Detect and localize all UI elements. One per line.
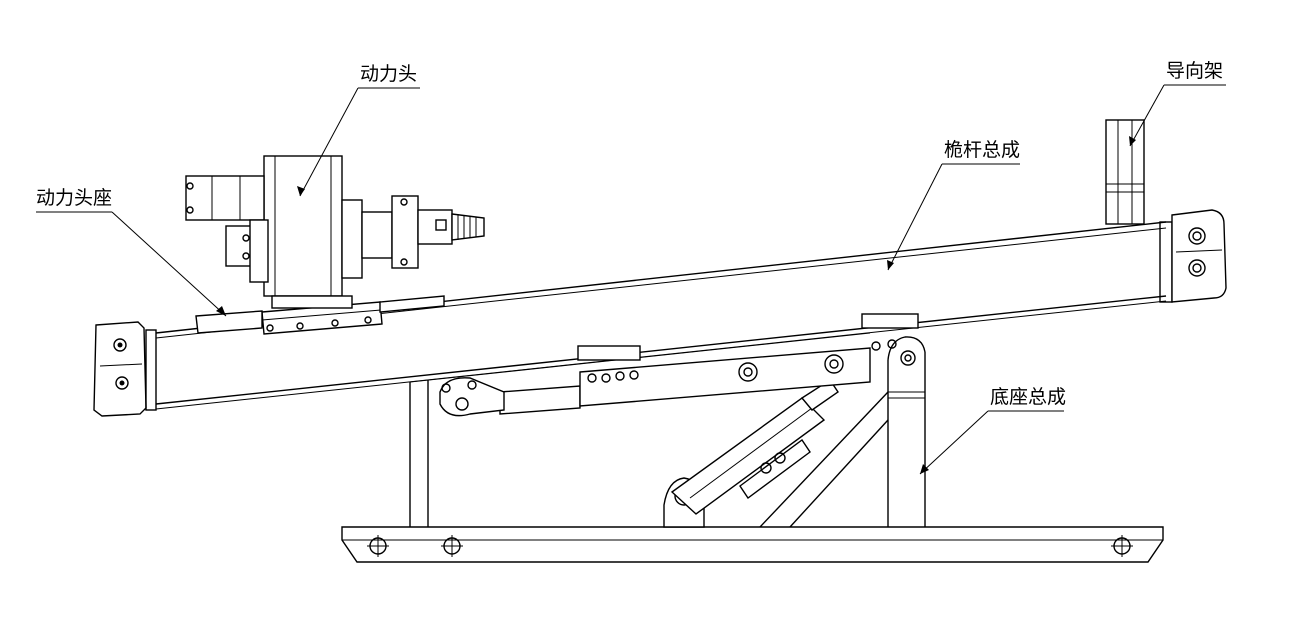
guide-frame: [1105, 119, 1145, 225]
arrowhead: [887, 260, 894, 270]
mast-assembly: [93, 119, 1227, 417]
chuck-teeth: [457, 214, 477, 240]
power-head: [185, 155, 485, 309]
base-bolt-hole: [367, 535, 389, 557]
label-power-head: 动力头: [360, 63, 417, 85]
label-base-assembly: 底座总成: [990, 386, 1066, 408]
base-bolt-hole: [1111, 535, 1133, 557]
arrowhead: [920, 464, 929, 474]
base-assembly: [341, 336, 1164, 563]
label-guide-frame: 导向架: [1166, 60, 1223, 82]
label-power-head-seat: 动力头座: [36, 187, 112, 209]
arrowhead: [1129, 136, 1136, 146]
label-gun-rod-assembly: 桅杆总成: [944, 139, 1020, 161]
arrowhead: [216, 306, 226, 316]
leader-lines: [36, 84, 1226, 475]
base-bolt-hole: [441, 535, 463, 557]
arrowhead: [297, 186, 305, 196]
